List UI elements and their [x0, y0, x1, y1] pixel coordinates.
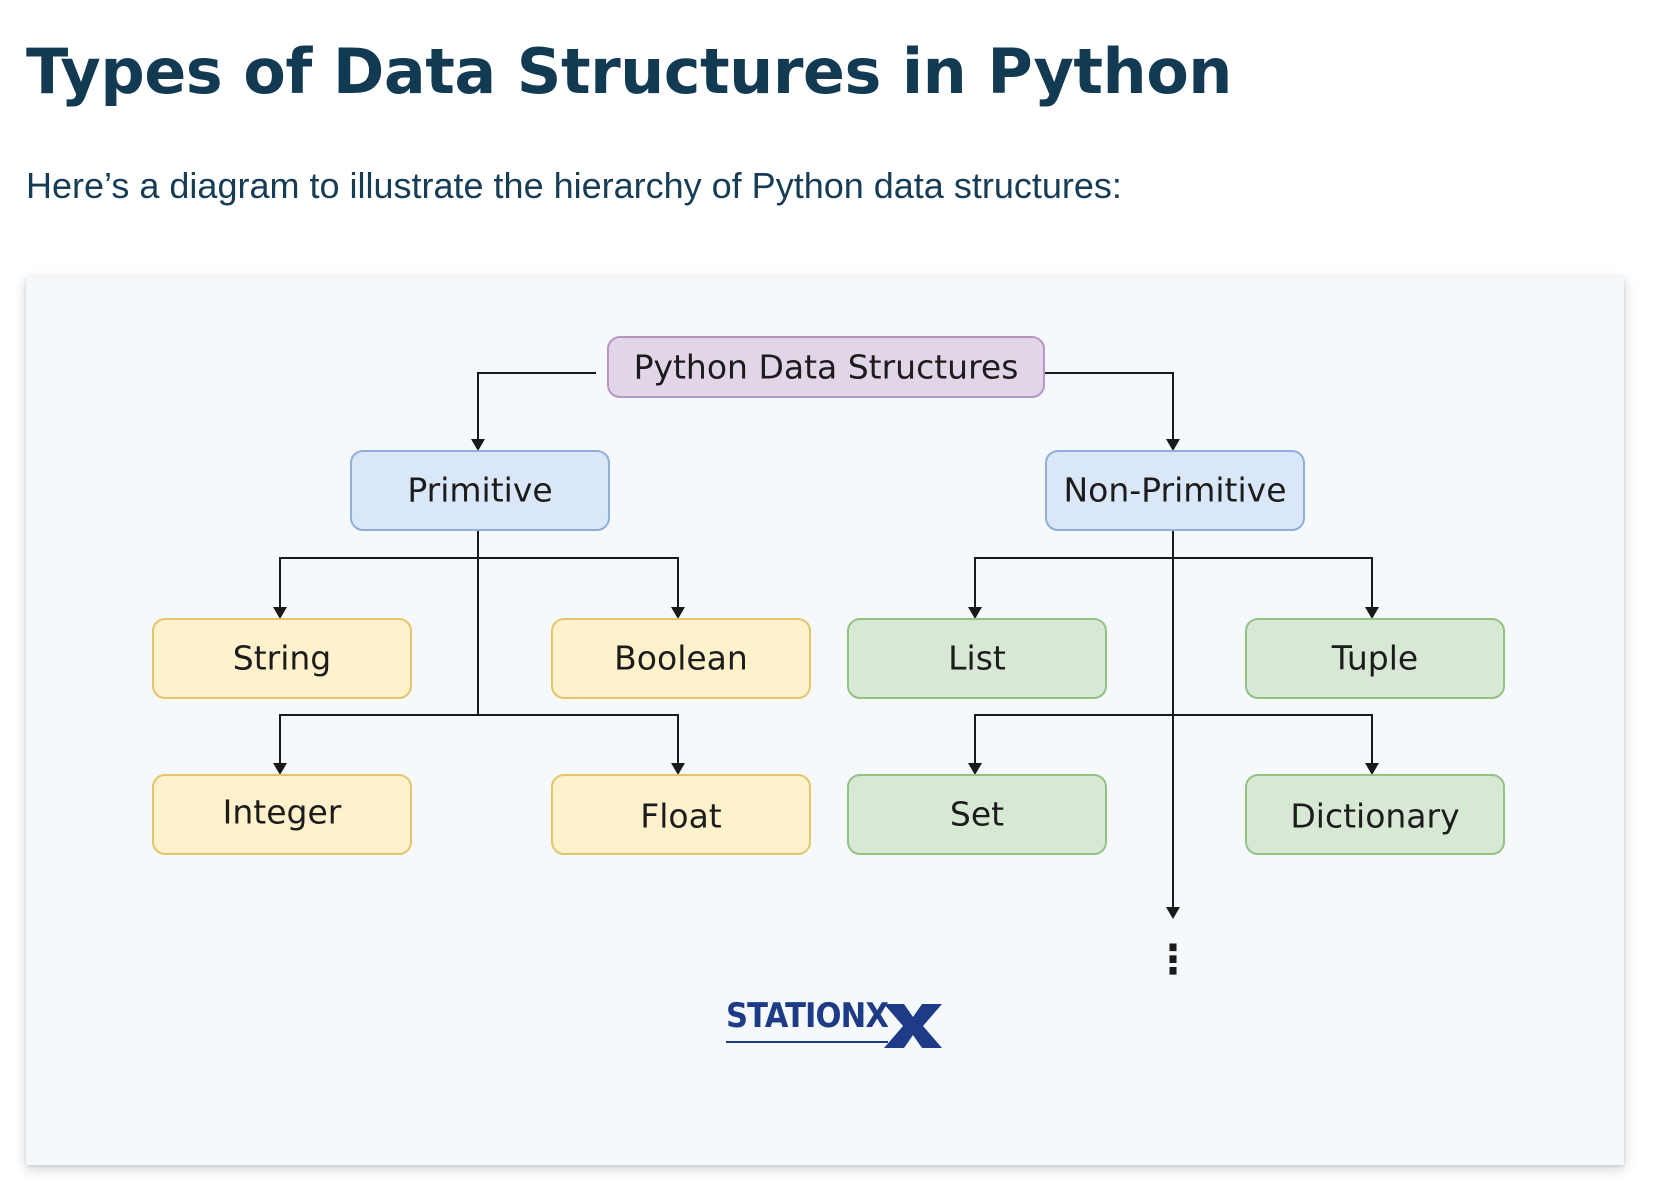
- node-integer-label: Integer: [223, 793, 342, 832]
- node-set: Set: [847, 774, 1107, 855]
- hierarchy-diagram: Python Data Structures Primitive Non-Pri…: [152, 336, 1505, 1048]
- connector-primitive-row1: [279, 557, 679, 609]
- stationx-logo: STATIONX: [726, 996, 942, 1048]
- node-string: String: [152, 618, 412, 699]
- node-dictionary-label: Dictionary: [1290, 797, 1459, 836]
- intro-paragraph: Here’s a diagram to illustrate the hiera…: [26, 165, 1122, 206]
- node-dictionary: Dictionary: [1245, 774, 1505, 855]
- connector-non-primitive-row2: [974, 714, 1373, 765]
- node-integer: Integer: [152, 774, 412, 855]
- arrowhead-list: [968, 607, 982, 619]
- node-tuple: Tuple: [1245, 618, 1505, 699]
- continuation-ellipsis: ⋮: [1153, 937, 1193, 983]
- arrowhead-float: [671, 763, 685, 775]
- node-float: Float: [551, 774, 811, 855]
- node-string-label: String: [233, 639, 331, 678]
- node-list: List: [847, 618, 1107, 699]
- arrowhead-more: [1166, 907, 1180, 919]
- node-root: Python Data Structures: [607, 336, 1045, 398]
- node-primitive-label: Primitive: [407, 471, 552, 510]
- connector-non-primitive-row1: [974, 557, 1373, 609]
- node-boolean: Boolean: [551, 618, 811, 699]
- connector-root-non-primitive: [1044, 372, 1174, 441]
- diagram-card: Python Data Structures Primitive Non-Pri…: [26, 277, 1624, 1165]
- arrowhead-dictionary: [1365, 763, 1379, 775]
- node-boolean-label: Boolean: [614, 639, 748, 678]
- node-float-label: Float: [640, 797, 722, 836]
- arrowhead-boolean: [671, 607, 685, 619]
- node-non-primitive-label: Non-Primitive: [1063, 471, 1286, 510]
- arrowhead-string: [273, 607, 287, 619]
- arrowhead-non-primitive: [1166, 439, 1180, 451]
- node-primitive: Primitive: [350, 450, 610, 531]
- node-list-label: List: [948, 639, 1006, 678]
- node-non-primitive: Non-Primitive: [1045, 450, 1305, 531]
- node-set-label: Set: [950, 795, 1004, 834]
- logo-text: STATIONX: [726, 996, 889, 1036]
- arrowhead-set: [968, 763, 982, 775]
- node-tuple-label: Tuple: [1331, 639, 1418, 678]
- node-root-label: Python Data Structures: [634, 348, 1019, 387]
- connectors: [273, 372, 1379, 919]
- connector-root-primitive: [477, 372, 596, 441]
- arrowhead-primitive: [471, 439, 485, 451]
- arrowhead-tuple: [1365, 607, 1379, 619]
- connector-primitive-row2: [279, 714, 679, 765]
- arrowhead-integer: [273, 763, 287, 775]
- page-title: Types of Data Structures in Python: [26, 35, 1232, 108]
- logo-x-mark: [884, 1004, 942, 1048]
